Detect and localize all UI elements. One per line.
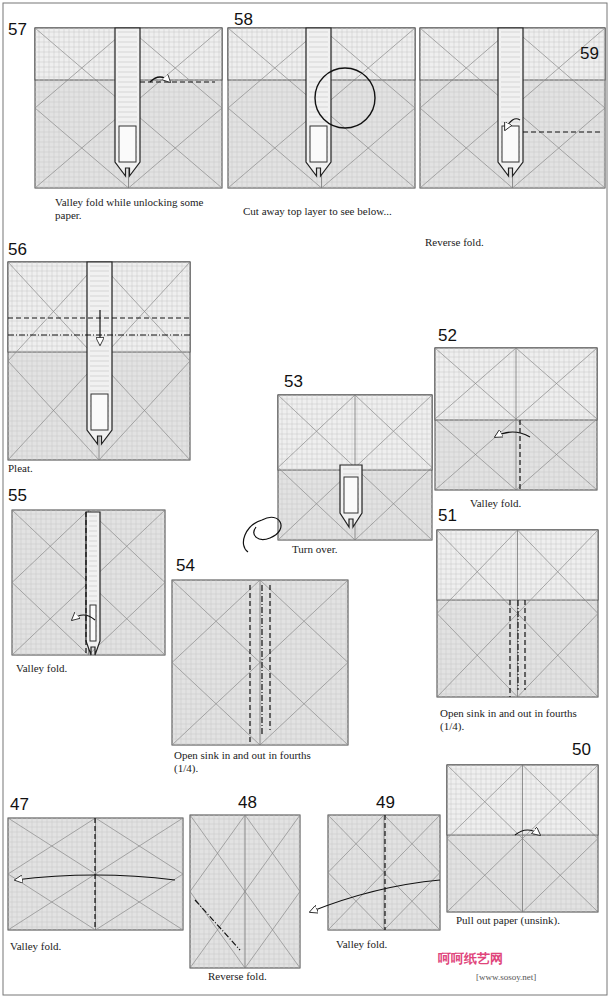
step-number: 51: [438, 506, 457, 526]
step-number: 58: [234, 10, 253, 30]
step-caption: Pleat.: [8, 462, 88, 475]
step-caption: Valley fold while unlocking some paper.: [55, 196, 205, 221]
fold-step-figure: [190, 815, 300, 968]
fold-step-figure: [172, 580, 348, 745]
step-number: 50: [572, 740, 591, 760]
watermark: 呵呵纸艺网: [438, 952, 548, 967]
fold-step-figure: [447, 765, 598, 912]
fold-step-figure: [8, 818, 183, 930]
step-number: 47: [10, 795, 29, 815]
step-number: 59: [580, 44, 599, 64]
fold-step-figure: [12, 510, 165, 655]
step-caption: Pull out paper (unsink).: [456, 914, 606, 927]
step-caption: Open sink in and out in fourths (1/4).: [174, 749, 334, 774]
watermark: [www.sosoy.net]: [476, 972, 586, 982]
fold-step-figure: [35, 28, 222, 188]
step-caption: Open sink in and out in fourths (1/4).: [440, 707, 590, 732]
fold-step-figure: [437, 530, 598, 697]
step-number: 52: [438, 326, 457, 346]
step-caption: Reverse fold.: [208, 970, 298, 983]
step-number: 55: [8, 486, 27, 506]
step-number: 57: [8, 20, 27, 40]
step-caption: Reverse fold.: [425, 236, 535, 249]
step-number: 53: [284, 372, 303, 392]
fold-step-figure: [278, 395, 432, 540]
step-number: 48: [238, 793, 257, 813]
step-number: 49: [376, 793, 395, 813]
page-border: [3, 3, 607, 995]
step-caption: Valley fold.: [10, 940, 100, 953]
step-caption: Cut away top layer to see below...: [243, 205, 413, 218]
fold-step-figure: [310, 815, 440, 930]
turn-over-symbol: [243, 517, 281, 552]
step-caption: Turn over.: [292, 543, 372, 556]
step-caption: Valley fold.: [470, 497, 560, 510]
fold-step-figure: [435, 348, 597, 490]
fold-step-figure: [228, 28, 415, 188]
fold-step-figure: [8, 262, 190, 460]
step-caption: Valley fold.: [336, 938, 426, 951]
fold-step-figure: [420, 28, 605, 188]
step-number: 56: [8, 240, 27, 260]
step-number: 54: [176, 556, 195, 576]
step-caption: Valley fold.: [16, 662, 106, 675]
